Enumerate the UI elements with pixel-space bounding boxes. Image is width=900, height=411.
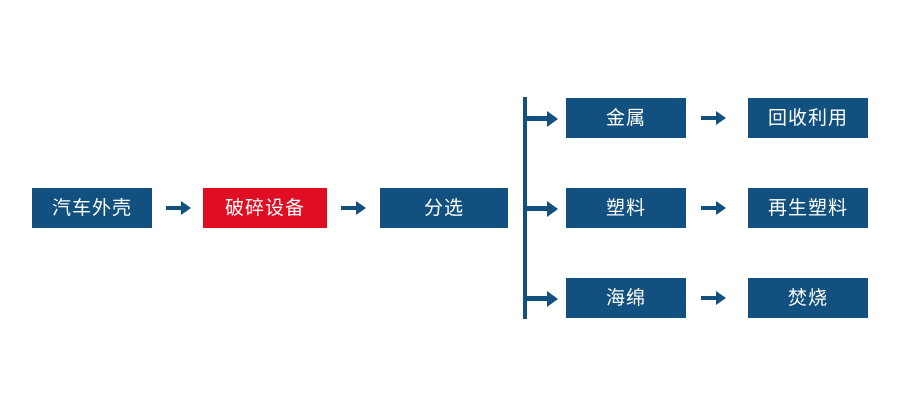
node-label: 再生塑料	[767, 197, 848, 219]
branch-arrow-right-icon-sponge	[525, 288, 559, 310]
node-label: 焚烧	[787, 287, 828, 309]
branch-arrow-right-icon-metal	[525, 108, 559, 130]
node-label: 海绵	[605, 287, 646, 309]
node-label: 金属	[605, 107, 646, 129]
node-label: 汽车外壳	[51, 197, 132, 219]
node-outcome-recycle[interactable]: 回收利用	[748, 98, 868, 138]
node-material-metal[interactable]: 金属	[566, 98, 686, 138]
arrow-right-icon-crusher-to-sorting	[341, 198, 367, 218]
node-label: 破碎设备	[224, 197, 305, 219]
arrow-right-icon-input-to-crusher	[166, 198, 192, 218]
node-crusher[interactable]: 破碎设备	[203, 188, 327, 228]
arrow-right-icon-plastic-to-regenerated	[701, 198, 727, 218]
node-label: 回收利用	[767, 107, 848, 129]
node-sorting[interactable]: 分选	[380, 188, 508, 228]
node-input[interactable]: 汽车外壳	[32, 188, 152, 228]
node-label: 塑料	[605, 197, 646, 219]
node-label: 分选	[423, 197, 464, 219]
arrow-right-icon-metal-to-recycle	[701, 108, 727, 128]
arrow-right-icon-sponge-to-incineration	[701, 288, 727, 308]
branch-arrow-right-icon-plastic	[525, 198, 559, 220]
node-outcome-regenerated-plastic[interactable]: 再生塑料	[748, 188, 868, 228]
node-material-sponge[interactable]: 海绵	[566, 278, 686, 318]
node-material-plastic[interactable]: 塑料	[566, 188, 686, 228]
node-outcome-incineration[interactable]: 焚烧	[748, 278, 868, 318]
